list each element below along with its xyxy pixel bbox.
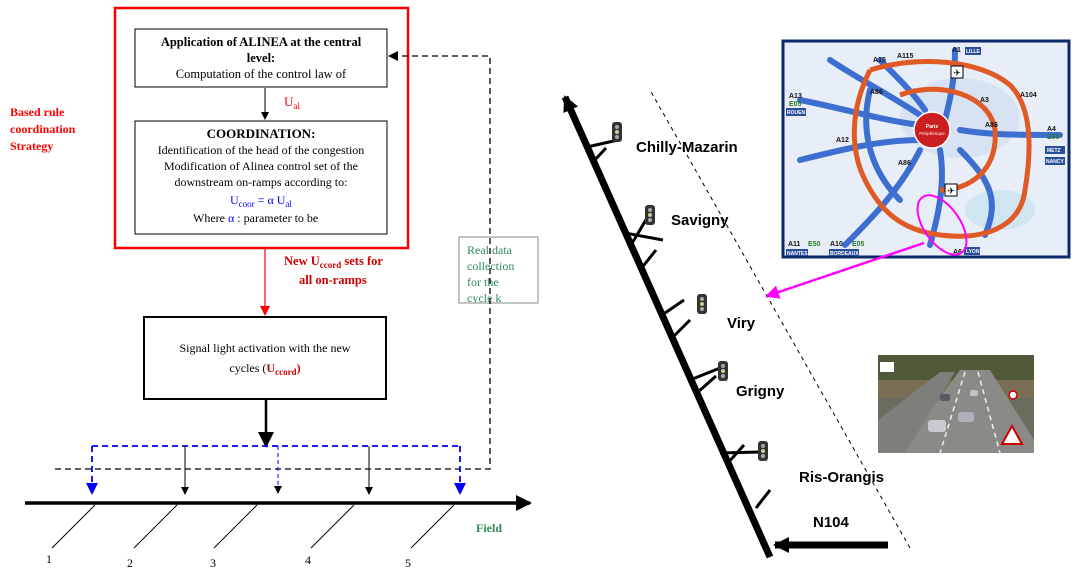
on-ramps [51, 504, 455, 549]
on-ramp-5 [410, 504, 455, 549]
svg-text:✈: ✈ [947, 187, 955, 197]
n104-label: N104 [813, 514, 850, 531]
town-viry: Viry [727, 315, 756, 332]
traffic-light-icon [645, 205, 655, 225]
coordination-line1: Identification of the head of the conges… [158, 143, 365, 157]
svg-text:E05: E05 [852, 241, 865, 248]
svg-text:LILLE: LILLE [966, 49, 981, 55]
coordination-title: COORDINATION: [207, 126, 316, 141]
traffic-light-icon [697, 294, 707, 314]
on-ramp-3 [213, 504, 258, 549]
svg-text:A3: A3 [980, 97, 989, 104]
ramp-number-2: 2 [127, 556, 133, 569]
svg-text:Paris: Paris [926, 124, 938, 130]
svg-text:A6: A6 [953, 249, 962, 256]
strategy-label: Based rule coordination Strategy [10, 105, 78, 153]
traffic-light-icon [718, 361, 728, 381]
coordination-where: Where α : parameter to be [193, 211, 318, 225]
town-savigny: Savigny [671, 212, 729, 229]
alinea-box [134, 28, 388, 88]
real-data-box [458, 236, 539, 304]
svg-text:A15: A15 [873, 57, 886, 64]
alinea-title-2: level: [247, 51, 275, 65]
svg-text:Périphérique: Périphérique [919, 131, 945, 136]
svg-text:✈: ✈ [953, 69, 961, 79]
town-chilly-mazarin: Chilly-Mazarin [636, 139, 738, 156]
coordination-line3: downstream on-ramps according to: [175, 175, 348, 189]
on-ramp-4 [310, 504, 355, 549]
ramp-number-1: 1 [46, 552, 52, 566]
svg-text:A13: A13 [789, 93, 802, 100]
svg-text:A86: A86 [985, 122, 998, 129]
traffic-light-icon [612, 122, 622, 142]
on-ramp-2 [133, 504, 178, 549]
svg-text:BORDEAUX: BORDEAUX [830, 251, 859, 257]
strategy-frame [113, 6, 410, 250]
traffic-lights [612, 122, 768, 461]
town-labels: Chilly-Mazarin Savigny Viry Grigny Ris-O… [636, 139, 884, 486]
svg-text:E05: E05 [789, 101, 802, 108]
ramp-number-5: 5 [405, 556, 411, 569]
paris-road-map: Paris Périphérique ✈ ✈ A1 A15 A115 A13 E… [781, 39, 1071, 259]
feedback-loop [55, 51, 491, 470]
traffic-light-icon [758, 441, 768, 461]
svg-text:LYON: LYON [966, 249, 980, 255]
svg-text:E50: E50 [808, 241, 821, 248]
signal-box [143, 316, 387, 400]
svg-text:A86: A86 [870, 89, 883, 96]
new-ucoord-label: New Uccord sets for all on-ramps [284, 254, 386, 287]
svg-text:ROUEN: ROUEN [787, 110, 805, 116]
svg-text:A4: A4 [1047, 126, 1056, 133]
on-ramp-1 [51, 504, 96, 549]
svg-text:A11: A11 [788, 241, 801, 248]
u-al-label: Ual [284, 94, 300, 111]
map-link-arrow [765, 241, 925, 299]
town-grigny: Grigny [736, 383, 785, 400]
highway-ramps [586, 138, 772, 509]
field-label: Field [476, 521, 502, 535]
signal-line1: Signal light activation with the new [180, 341, 351, 355]
coordination-formula: Ucoor = α Ual [230, 193, 292, 209]
svg-text:A104: A104 [1020, 92, 1037, 99]
alinea-title-1: Application of ALINEA at the central [161, 35, 362, 49]
town-ris-orangis: Ris-Orangis [799, 469, 884, 486]
svg-text:METZ: METZ [1047, 148, 1061, 154]
svg-text:NANTES: NANTES [787, 251, 808, 257]
coordination-line2: Modification of Alinea control set of th… [164, 159, 358, 173]
signal-line2: cycles (Uccord) [229, 361, 300, 377]
svg-text:A86: A86 [898, 160, 911, 167]
ramp-numbers: 1 2 3 4 5 [46, 552, 411, 569]
highway-main [561, 95, 774, 559]
coordination-box [134, 120, 388, 235]
highway-photo [878, 355, 1034, 454]
ramp-number-3: 3 [210, 556, 216, 569]
svg-text:E50: E50 [1047, 134, 1060, 141]
svg-text:A115: A115 [897, 53, 913, 60]
alinea-text: Computation of the control law of [176, 67, 347, 81]
svg-text:NANCY: NANCY [1046, 159, 1064, 165]
ramp-number-4: 4 [305, 553, 311, 567]
svg-text:A10: A10 [830, 241, 843, 248]
svg-text:A1: A1 [952, 47, 961, 54]
svg-text:A12: A12 [836, 137, 849, 144]
